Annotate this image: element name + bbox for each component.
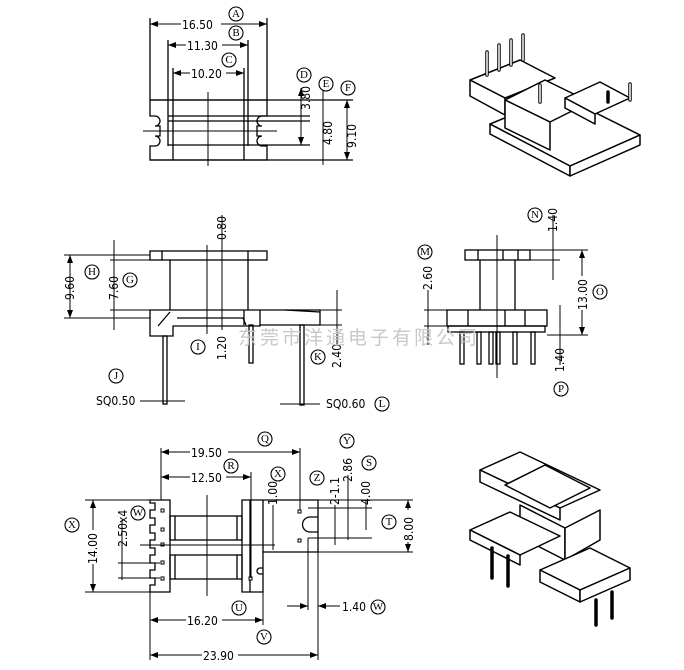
tag-Q: Q: [257, 431, 273, 447]
dim-W-1-40: 1.40: [342, 600, 366, 614]
svg-text:A: A: [232, 8, 240, 20]
tag-H: H: [84, 264, 100, 280]
dim-O: 13.00: [576, 279, 590, 310]
tag-X: X: [270, 466, 286, 482]
dim-R: 12.50: [191, 471, 222, 485]
svg-text:M: M: [420, 246, 430, 258]
tag-C: C: [221, 52, 237, 68]
reference-tags: A B C D E F G H I J K L M N O P Q R S T …: [64, 6, 608, 645]
svg-text:V: V: [260, 631, 268, 643]
dim-H: 9.60: [63, 276, 77, 300]
dim-0-80: 0.80: [215, 216, 229, 240]
dim-Q: 19.50: [191, 446, 222, 460]
dim-M: 2.60: [421, 266, 435, 290]
bottom-view: 19.50 12.50 1.00 2-1.1 2.86 4.00 8.00 14…: [85, 445, 416, 663]
tag-Z: Z: [309, 470, 325, 486]
tag-V: V: [256, 629, 272, 645]
svg-text:K: K: [314, 351, 322, 363]
svg-text:D: D: [300, 69, 308, 81]
dim-S: 4.00: [359, 481, 373, 505]
svg-text:B: B: [232, 27, 239, 39]
svg-text:O: O: [596, 286, 604, 298]
dim-A: 16.50: [182, 18, 213, 32]
dim-I: 1.20: [215, 336, 229, 360]
svg-text:W: W: [373, 601, 384, 613]
tag-E: E: [318, 76, 334, 92]
svg-text:Q: Q: [261, 433, 269, 445]
dim-W-pitch: 2.50x4: [116, 510, 130, 547]
dim-K: 2.40: [330, 344, 344, 368]
dim-T: 8.00: [402, 517, 416, 541]
side-view: 1.40 2.60 13.00 1.40: [421, 208, 590, 378]
svg-text:T: T: [386, 516, 393, 528]
svg-text:R: R: [227, 460, 235, 472]
svg-text:N: N: [531, 209, 539, 221]
svg-text:P: P: [558, 383, 564, 395]
isometric-view-top: [469, 33, 641, 177]
tag-R: R: [223, 458, 239, 474]
tag-J: J: [108, 368, 124, 384]
dim-B: 11.30: [187, 39, 218, 53]
tag-U: U: [231, 600, 247, 616]
svg-text:L: L: [379, 398, 386, 410]
tag-W2: W: [370, 599, 386, 615]
tag-D: D: [296, 67, 312, 83]
dim-F: 9.10: [345, 124, 359, 148]
top-view: 16.50 11.30 10.20 3.80 4.80 9.10: [143, 17, 359, 166]
tag-T: T: [381, 514, 397, 530]
isometric-view-bottom: [469, 451, 631, 627]
dim-E: 4.80: [321, 121, 335, 145]
dim-J: SQ0.50: [96, 394, 136, 408]
dim-C: 10.20: [191, 67, 222, 81]
svg-text:W: W: [133, 507, 144, 519]
dim-P: 1.40: [553, 348, 567, 372]
tag-S: S: [361, 455, 377, 471]
svg-text:C: C: [225, 54, 232, 66]
tag-I: I: [190, 339, 206, 355]
dim-Z: 2-1.1: [328, 477, 342, 505]
svg-text:F: F: [345, 82, 351, 94]
svg-text:X: X: [274, 468, 282, 480]
tag-P: P: [553, 381, 569, 397]
svg-text:J: J: [114, 370, 119, 382]
tag-A: A: [228, 6, 244, 22]
dim-D: 3.80: [299, 86, 313, 110]
dim-G: 7.60: [107, 276, 121, 300]
svg-text:U: U: [235, 602, 243, 614]
tag-K: K: [310, 349, 326, 365]
tag-N: N: [527, 207, 543, 223]
dim-N: 1.40: [546, 208, 560, 232]
tag-B: B: [228, 25, 244, 41]
svg-text:X: X: [68, 519, 76, 531]
svg-text:I: I: [196, 341, 200, 353]
tag-L: L: [374, 396, 390, 412]
watermark: 东莞市洋通电子有限公司: [238, 327, 480, 349]
svg-text:Y: Y: [343, 435, 351, 447]
tag-Y: Y: [339, 433, 355, 449]
tag-W: W: [130, 505, 146, 521]
tag-M: M: [417, 244, 433, 260]
dim-X-1-00: 1.00: [266, 481, 280, 505]
dim-L: SQ0.60: [326, 397, 366, 411]
dim-U: 16.20: [187, 614, 218, 628]
svg-text:H: H: [88, 266, 96, 278]
svg-text:Z: Z: [314, 472, 321, 484]
dim-X-14-00: 14.00: [86, 533, 100, 564]
tag-O: O: [592, 284, 608, 300]
dim-V: 23.90: [203, 649, 234, 663]
svg-text:G: G: [126, 274, 134, 286]
svg-text:S: S: [366, 457, 372, 469]
tag-G: G: [122, 272, 138, 288]
front-view: 9.60 7.60 0.80 1.20 2.40 SQ0.50 SQ0.60: [63, 215, 366, 411]
tag-X2: X: [64, 517, 80, 533]
tag-F: F: [340, 80, 356, 96]
dim-Y: 2.86: [341, 458, 355, 482]
svg-text:E: E: [323, 78, 330, 90]
